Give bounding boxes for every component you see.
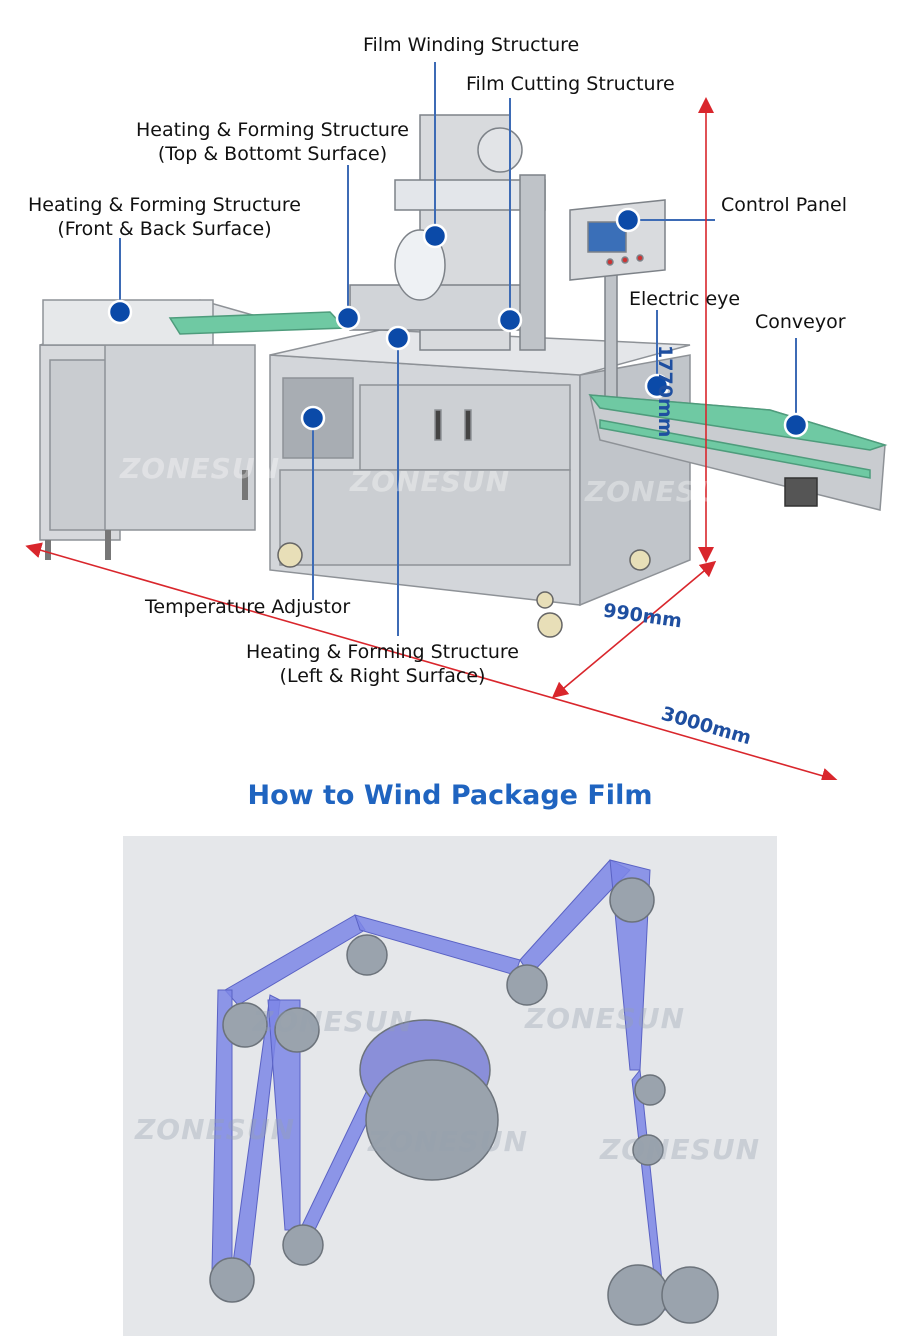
watermark: ZONESUN <box>600 1133 761 1166</box>
dot-control-panel <box>615 207 641 233</box>
roller <box>282 1224 324 1266</box>
dimension-arrows <box>25 97 838 780</box>
label-heating-top-line2: (Top & Bottomt Surface) <box>157 143 388 165</box>
rollers <box>209 877 719 1326</box>
dot-heating-top <box>335 305 361 331</box>
watermark: ZONESUN <box>350 465 511 498</box>
label-electric-eye: Electric eye <box>629 288 741 310</box>
dot-film-cutting <box>497 307 523 333</box>
roller <box>222 1002 268 1048</box>
machine-illustration <box>25 62 888 780</box>
roller <box>609 877 655 923</box>
roller <box>632 1134 664 1166</box>
watermark: ZONESUN <box>585 475 746 508</box>
watermark: ZONESUN <box>525 1002 686 1035</box>
roller <box>661 1266 719 1324</box>
label-heating-top: Heating & Forming Structure (Top & Botto… <box>130 118 415 166</box>
roller <box>209 1257 255 1303</box>
roller <box>274 1007 320 1053</box>
section-title: How to Wind Package Film <box>247 780 653 811</box>
watermark: ZONESUN <box>368 1125 529 1158</box>
label-heating-lr: Heating & Forming Structure (Left & Righ… <box>240 640 525 688</box>
label-film-cutting: Film Cutting Structure <box>466 73 675 95</box>
label-control-panel: Control Panel <box>721 194 847 216</box>
roller <box>607 1264 669 1326</box>
dot-film-winding <box>422 223 448 249</box>
conveyor-right <box>588 394 888 511</box>
watermark: ZONESUN <box>135 1113 296 1146</box>
label-heating-front: Heating & Forming Structure (Front & Bac… <box>22 193 307 241</box>
roller <box>346 934 388 976</box>
dot-electric-eye <box>644 373 670 399</box>
callout-lines <box>119 62 797 636</box>
label-heating-lr-line2: (Left & Right Surface) <box>279 665 486 687</box>
watermark: ZONESUN <box>253 1005 414 1038</box>
watermark: ZONESUN <box>120 452 281 485</box>
dot-heating-lr <box>385 325 411 351</box>
label-temperature-adjustor: Temperature Adjustor <box>145 596 351 618</box>
callout-dots <box>107 207 809 438</box>
label-heating-front-line2: (Front & Back Surface) <box>57 218 272 240</box>
label-film-winding: Film Winding Structure <box>363 34 580 56</box>
label-heating-top-line1: Heating & Forming Structure <box>135 119 409 141</box>
roller <box>634 1074 666 1106</box>
film-roll <box>359 1019 499 1181</box>
label-heating-front-line1: Heating & Forming Structure <box>27 194 301 216</box>
roller <box>506 964 548 1006</box>
dot-conveyor <box>783 412 809 438</box>
dot-temperature <box>300 405 326 431</box>
film-path <box>211 859 666 1311</box>
label-conveyor: Conveyor <box>755 311 846 333</box>
dot-heating-front <box>107 299 133 325</box>
label-heating-lr-line1: Heating & Forming Structure <box>245 641 519 663</box>
